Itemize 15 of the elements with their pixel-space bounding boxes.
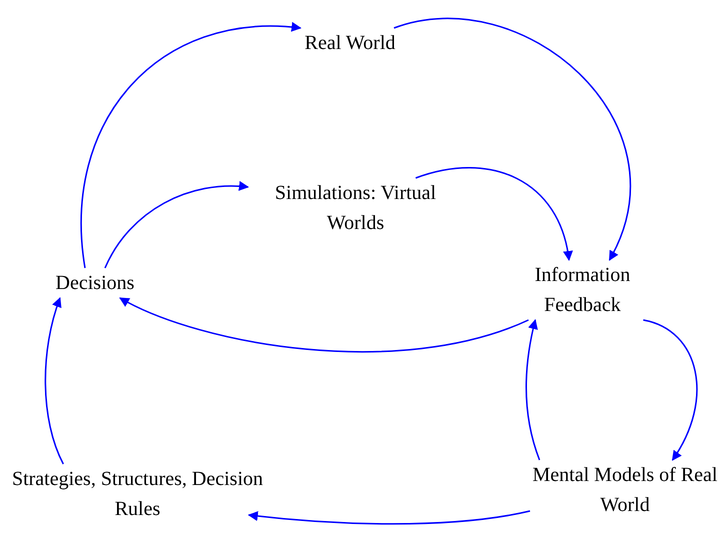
curved-arrow	[525, 319, 540, 460]
curved-arrow	[248, 510, 530, 525]
curved-arrow	[119, 297, 529, 352]
node-label: Strategies, Structures, Decision Rules	[5, 464, 270, 524]
node-label: Mental Models of Real World	[530, 460, 720, 520]
curved-arrow	[104, 181, 249, 268]
curved-arrow	[394, 18, 631, 261]
curved-arrow	[643, 319, 698, 461]
node-label: Decisions	[45, 268, 145, 298]
curved-arrow	[80, 22, 302, 268]
node-label: Information Feedback	[515, 260, 650, 320]
node-label: Real World	[295, 28, 405, 58]
curved-arrow	[44, 297, 64, 464]
node-label: Simulations: Virtual Worlds	[248, 178, 463, 238]
curved-arrow	[415, 167, 572, 261]
